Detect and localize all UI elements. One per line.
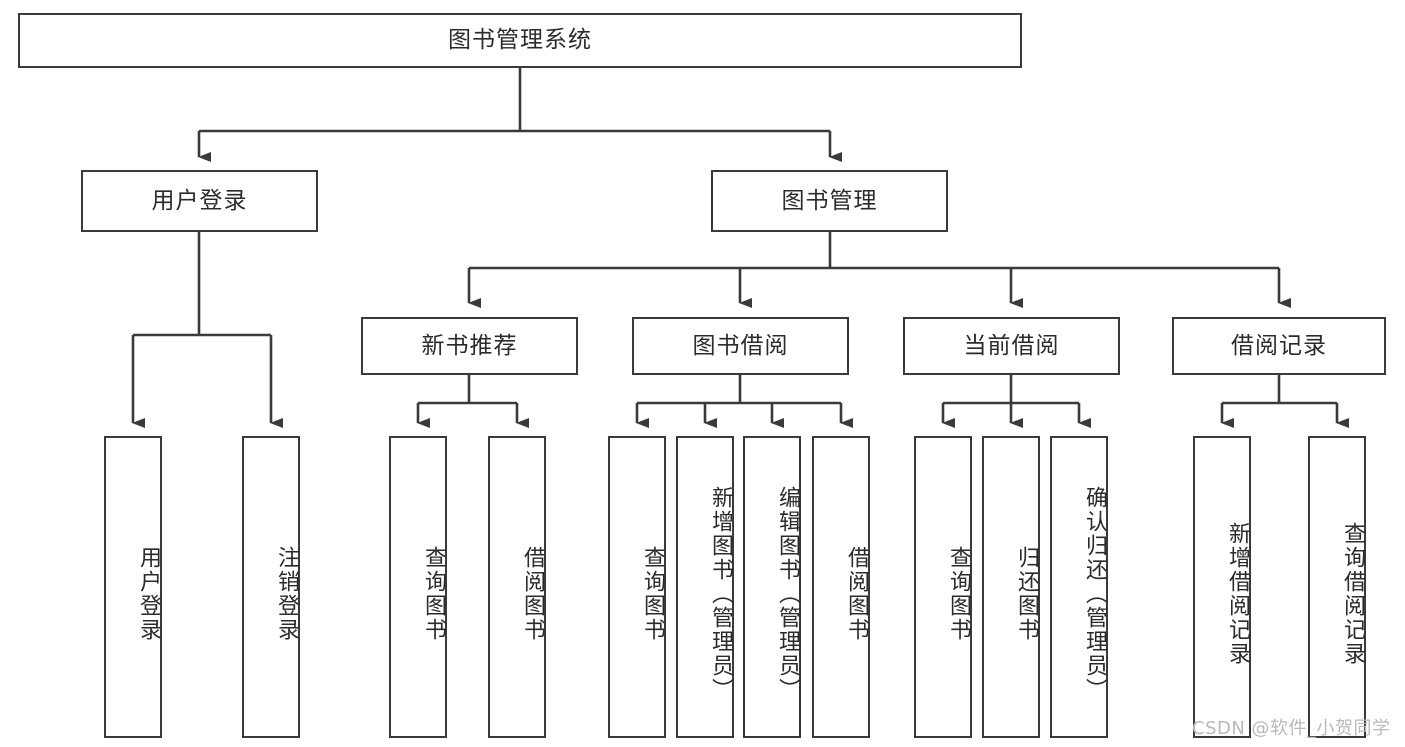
node-user-login-label: 用户登录: [151, 187, 248, 214]
node-leaf-return-book[interactable]: 归还图书: [982, 436, 1040, 738]
watermark: CSDN @软件_小贺同学: [1192, 718, 1391, 739]
node-leaf-edit-book-label: 编辑图书（管理员）: [775, 486, 800, 702]
node-leaf-user-login[interactable]: 用户登录: [104, 436, 162, 738]
node-borrow-record[interactable]: 借阅记录: [1172, 317, 1386, 375]
node-leaf-return-book-label: 归还图书: [1014, 546, 1039, 642]
node-leaf-borrow-book-1[interactable]: 借阅图书: [488, 436, 546, 738]
node-current-borrow[interactable]: 当前借阅: [903, 317, 1120, 375]
node-borrow-record-label: 借阅记录: [1231, 332, 1327, 359]
node-leaf-query-record-label: 查询借阅记录: [1340, 522, 1365, 666]
node-leaf-add-record[interactable]: 新增借阅记录: [1193, 436, 1251, 738]
node-leaf-confirm-return-label: 确认归还（管理员）: [1082, 486, 1107, 702]
node-user-login[interactable]: 用户登录: [81, 170, 318, 232]
node-leaf-query-book-1[interactable]: 查询图书: [389, 436, 447, 738]
node-book-manage-label: 图书管理: [781, 187, 878, 214]
node-leaf-logout-login[interactable]: 注销登录: [242, 436, 300, 738]
node-leaf-query-book-2-label: 查询图书: [640, 546, 665, 642]
node-book-borrow[interactable]: 图书借阅: [632, 317, 849, 375]
node-leaf-borrow-book-2-label: 借阅图书: [844, 546, 869, 642]
node-book-borrow-label: 图书借阅: [692, 332, 789, 359]
node-root-label: 图书管理系统: [448, 27, 592, 54]
node-leaf-user-login-label: 用户登录: [136, 546, 161, 642]
node-leaf-query-book-3-label: 查询图书: [946, 546, 971, 642]
node-leaf-add-record-label: 新增借阅记录: [1225, 522, 1250, 666]
node-leaf-add-book-label: 新增图书（管理员）: [708, 486, 733, 702]
node-leaf-edit-book[interactable]: 编辑图书（管理员）: [743, 436, 801, 738]
node-leaf-borrow-book-2[interactable]: 借阅图书: [812, 436, 870, 738]
node-current-borrow-label: 当前借阅: [963, 332, 1060, 359]
node-book-manage[interactable]: 图书管理: [711, 170, 948, 232]
node-new-book-recommend[interactable]: 新书推荐: [361, 317, 578, 375]
node-root[interactable]: 图书管理系统: [18, 13, 1022, 68]
node-leaf-add-book[interactable]: 新增图书（管理员）: [676, 436, 734, 738]
node-new-book-recommend-label: 新书推荐: [421, 332, 518, 359]
node-leaf-query-book-2[interactable]: 查询图书: [608, 436, 666, 738]
node-leaf-confirm-return[interactable]: 确认归还（管理员）: [1050, 436, 1108, 738]
node-leaf-borrow-book-1-label: 借阅图书: [520, 546, 545, 642]
node-leaf-query-book-1-label: 查询图书: [421, 546, 446, 642]
node-leaf-query-record[interactable]: 查询借阅记录: [1308, 436, 1366, 738]
node-leaf-logout-login-label: 注销登录: [274, 546, 299, 642]
node-leaf-query-book-3[interactable]: 查询图书: [914, 436, 972, 738]
